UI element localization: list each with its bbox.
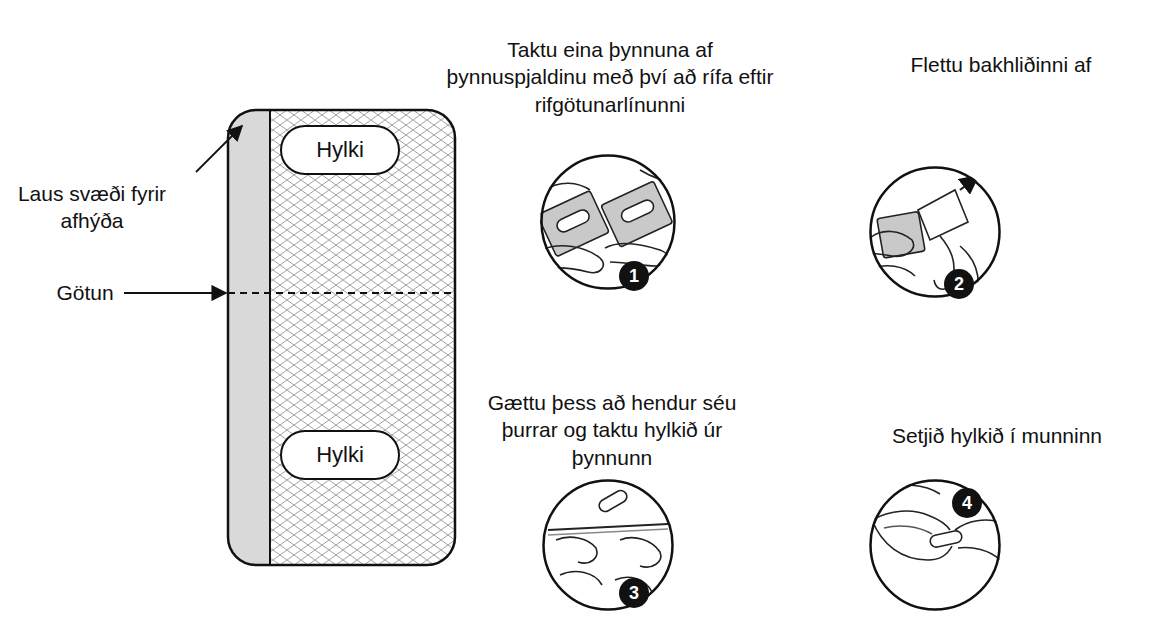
step-caption: Flettu bakhliðinni af	[871, 51, 1131, 78]
capsule-box: Hylki	[280, 430, 400, 480]
circle-outline-shape	[871, 481, 1000, 610]
peel-area-label: Laus svæði fyrir afhýða	[6, 180, 178, 235]
capsule-box: Hylki	[280, 125, 400, 175]
step-circle: Flettu bakhliðinni af2	[869, 166, 1001, 298]
circle-outline-shape	[871, 168, 1000, 297]
step-caption: Gættu þess að hendur séu þurrar og taktu…	[467, 389, 757, 471]
step-circle: Gættu þess að hendur séu þurrar og taktu…	[542, 479, 674, 611]
step-3-drawing	[548, 488, 668, 592]
capsule-label: Hylki	[316, 442, 364, 468]
callout-number: 1	[619, 261, 649, 291]
step-circle: Taktu eina þynnuna af þynnuspjaldinu með…	[540, 154, 676, 290]
callout-number: 2	[944, 269, 974, 299]
step-1-drawing	[537, 170, 676, 273]
circle-outline	[542, 479, 674, 611]
perforation-label: Götun	[50, 279, 120, 306]
callout-number: 4	[952, 488, 982, 518]
step-caption: Taktu eina þynnuna af þynnuspjaldinu með…	[445, 36, 775, 118]
circle-outline	[540, 154, 676, 290]
capsule-label: Hylki	[316, 137, 364, 163]
circle-outline-shape	[544, 481, 673, 610]
circle-outline-shape	[542, 156, 675, 289]
blister-card	[228, 110, 455, 565]
circle-outline	[869, 166, 1001, 298]
step-circle: Setjið hylkið í munninn4	[869, 479, 1001, 611]
step-caption: Setjið hylkið í munninn	[862, 422, 1132, 449]
callout-number: 3	[619, 578, 649, 608]
